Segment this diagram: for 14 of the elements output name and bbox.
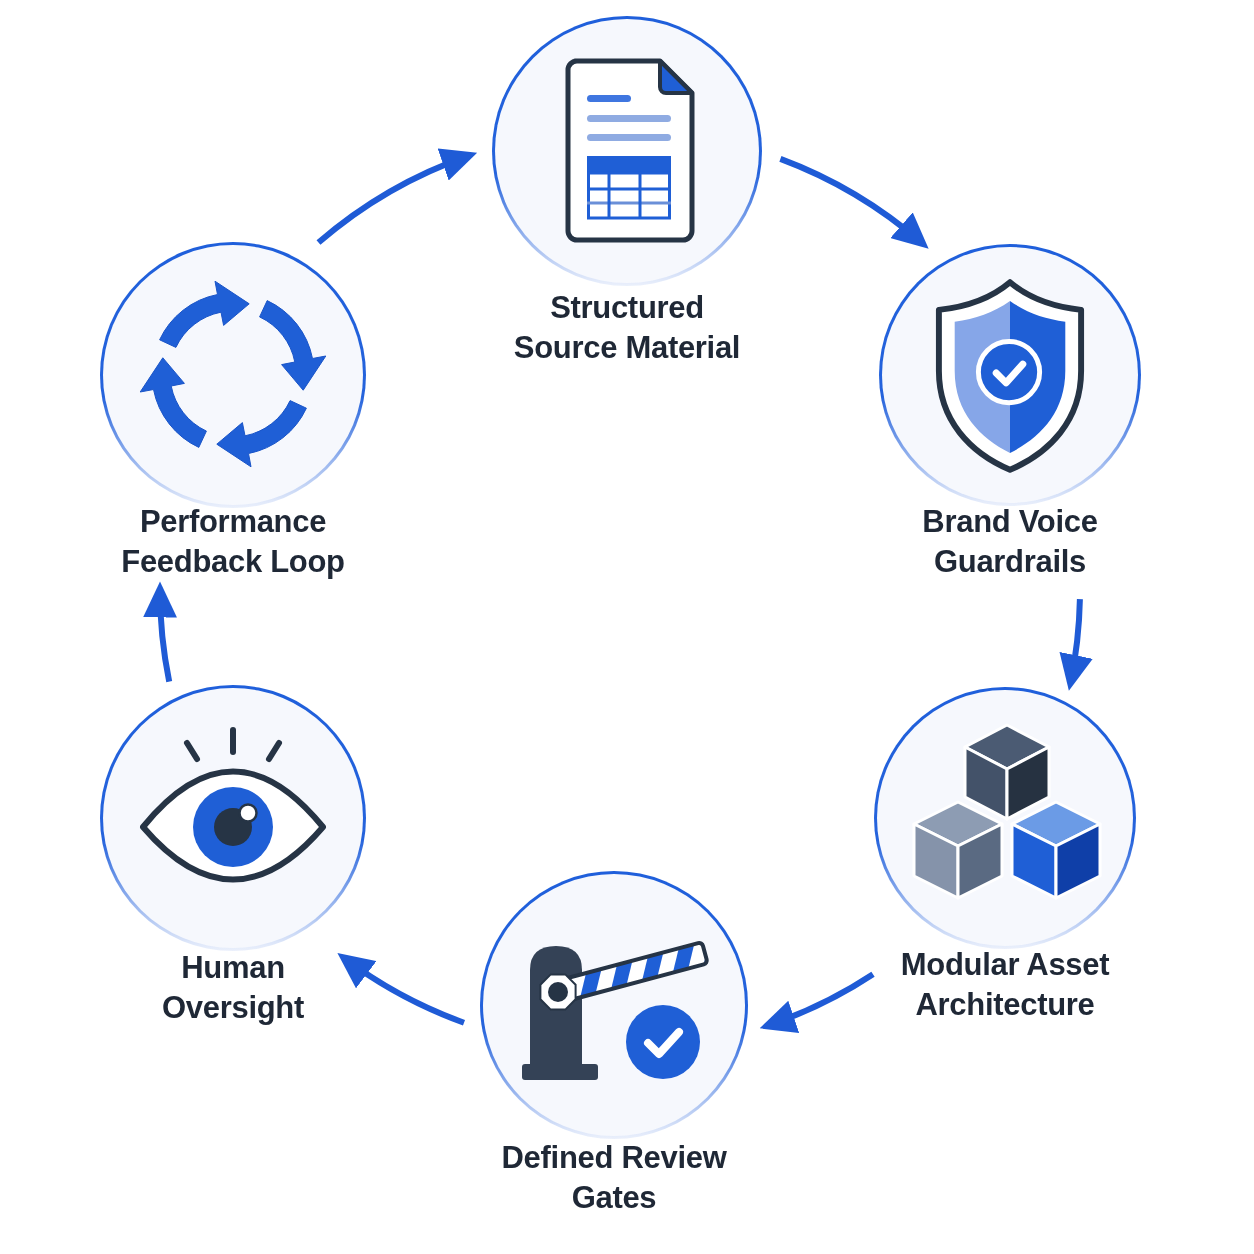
process-step [100, 242, 366, 582]
process-step [100, 685, 366, 1028]
step-label: Performance Feedback Loop [120, 503, 346, 581]
arrow [316, 149, 478, 245]
arrow [759, 971, 875, 1032]
step-label: Defined Review Gates [500, 1139, 728, 1217]
step-label: Brand Voice Guardrails [921, 503, 1099, 581]
step-label: Human Oversight [161, 949, 305, 1027]
arrow [1058, 598, 1093, 691]
arrow [337, 953, 466, 1026]
step-label: Structured Source Material [512, 289, 742, 367]
arrow [779, 156, 929, 249]
arrow [143, 581, 178, 683]
step-label: Modular Asset Architecture [899, 946, 1111, 1024]
